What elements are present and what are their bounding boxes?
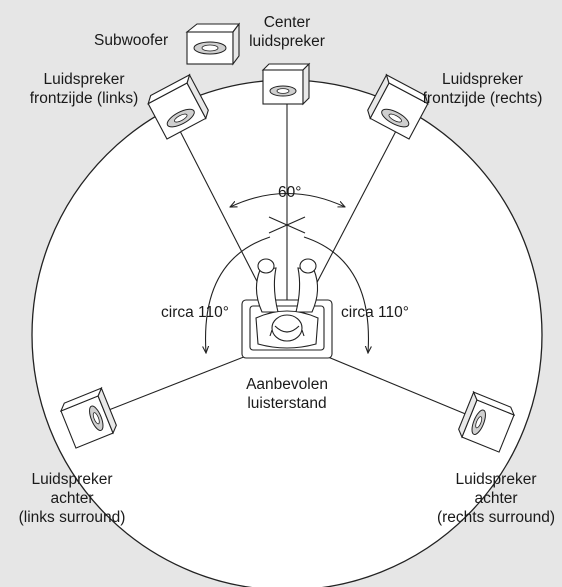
front-right-speaker-label: Luidspreker frontzijde (rechts): [422, 71, 543, 107]
angle-60-label: 60°: [278, 184, 302, 201]
subwoofer-icon: [185, 22, 241, 66]
subwoofer-label: Subwoofer: [94, 32, 169, 49]
surround-right-speaker-label: Luidspreker achter (rechts surround): [436, 471, 555, 526]
angle-110-right-label: circa 110°: [341, 304, 409, 321]
angle-arc-110-right: [303, 236, 368, 353]
front-right-speaker-icon: [367, 73, 429, 140]
surround-right-speaker-icon: [458, 390, 516, 453]
center-speaker-icon: [261, 62, 311, 106]
center-speaker-label: Center luidspreker: [249, 14, 325, 50]
front-left-speaker-icon: [147, 73, 209, 140]
listener-icon: [241, 258, 333, 359]
angle-arc-60: [230, 192, 345, 208]
surround-left-speaker-icon: [59, 386, 117, 449]
angle-110-left-label: circa 110°: [161, 304, 229, 321]
surround-left-speaker-label: Luidspreker achter (links surround): [18, 471, 126, 526]
front-left-speaker-label: Luidspreker frontzijde (links): [29, 71, 139, 107]
listening-position-label: Aanbevolen luisterstand: [246, 376, 328, 412]
angle-arc-110-left: [206, 236, 271, 353]
angle-tick: [268, 216, 306, 234]
